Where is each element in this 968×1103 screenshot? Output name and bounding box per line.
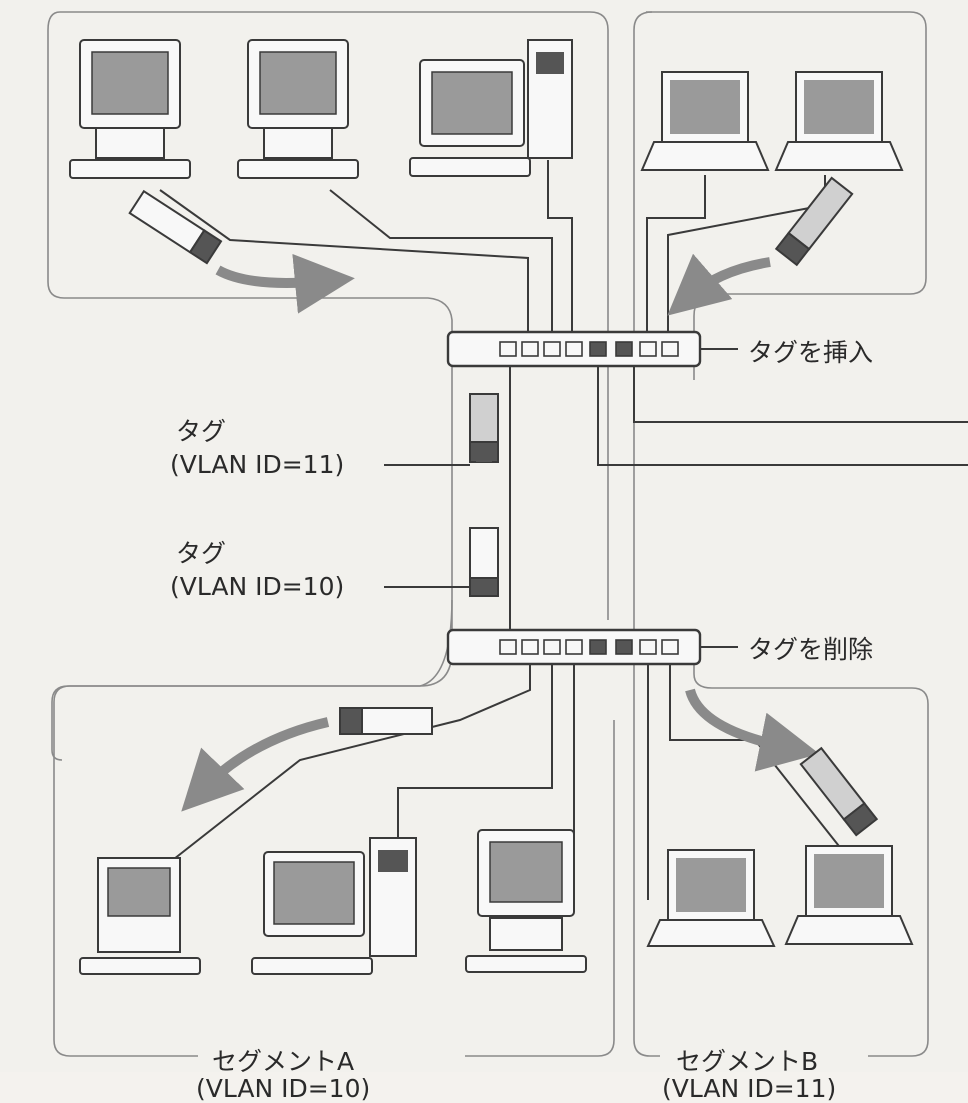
segment-b-name: セグメントB	[676, 1047, 819, 1076]
upper-left-flow-arrow	[215, 253, 355, 314]
segment-a-name: セグメントA	[212, 1047, 355, 1076]
vlan-diagram: タグを挿入 タグを削除 タグ (VLAN ID=11) タグ (VLAN ID=…	[47, 11, 968, 1103]
tag-11-id: (VLAN ID=11)	[170, 450, 345, 479]
vlan-tag-icon	[774, 176, 854, 267]
laptop-computer-icon	[774, 71, 904, 171]
tower-computer-icon	[251, 837, 417, 975]
network-switch-icon	[446, 330, 702, 368]
lower-left-flow-arrow	[181, 717, 330, 812]
upper-right-flow-arrow	[667, 253, 771, 316]
vlan-tag-icon	[128, 189, 223, 265]
vlan-tag-icon	[469, 527, 499, 597]
segment-b-upper-boundary	[646, 11, 927, 380]
vlan-tag-icon	[339, 707, 433, 735]
tag-11-title: タグ	[176, 417, 227, 446]
segment-a-id: (VLAN ID=10)	[196, 1074, 371, 1103]
laptop-computer-icon	[640, 71, 770, 171]
vlan-tag-icon	[799, 746, 879, 837]
segment-b-id: (VLAN ID=11)	[662, 1074, 837, 1103]
laptop-computer-icon	[784, 845, 914, 945]
vlan-tag-icon	[469, 393, 499, 463]
tag-10-id: (VLAN ID=10)	[170, 572, 345, 601]
lower-right-flow-arrow	[685, 688, 820, 772]
desktop-computer-icon	[79, 857, 201, 975]
insert-tag-label: タグを挿入	[748, 338, 874, 367]
label-leader-lines	[384, 348, 738, 648]
delete-tag-label: タグを削除	[748, 635, 874, 664]
desktop-computer-icon	[465, 829, 587, 973]
network-switch-icon	[446, 628, 702, 666]
laptop-computer-icon	[646, 849, 776, 947]
desktop-computer-icon	[237, 39, 359, 179]
diagram-canvas	[47, 11, 968, 1057]
segment-a-lower-boundary	[53, 600, 615, 1057]
tag-10-title: タグ	[176, 539, 227, 568]
segment-a-upper-boundary	[47, 11, 609, 761]
desktop-computer-icon	[69, 39, 191, 179]
segment-b-lower-boundary	[633, 11, 929, 1057]
tower-computer-icon	[409, 39, 573, 177]
